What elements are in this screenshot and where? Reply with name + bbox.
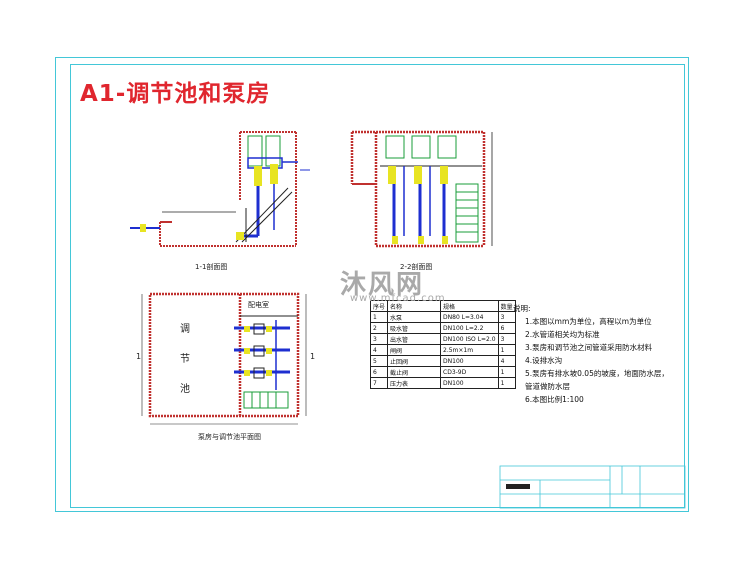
table-row: 7 压力表 DN100 1 [369,377,516,389]
table-header-cell: 规格 [440,300,499,312]
watermark-brand: 沐风网 [340,270,425,300]
drawing-title: A1-调节池和泵房 [80,81,271,107]
table-row: 5 止回阀 DN100 4 [369,355,516,367]
equipment-table: 序号 名称 规格 数量 1 水泵 DN80 L=3.04 3 2 吸水管 DN1… [369,300,516,389]
tank-char-1: 调 [180,324,190,335]
table-row: 3 出水管 DN100 ISO L=2.0 3 [369,333,516,345]
table-row: 4 闸阀 2.5m×1m 1 [369,344,516,356]
plan-label: 泵房与调节池平面图 [198,433,261,441]
table-cell: 6 [369,366,389,378]
table-cell: DN80 L=3.04 [440,311,499,323]
table-cell: DN100 L=2.2 [440,322,499,334]
note-item: 5.泵房有排水坡0.05的坡度，地面防水层，管道做防水层 [525,369,669,391]
section-mark-left: 1 [136,352,142,361]
tank-char-2: 节 [180,354,190,365]
section-mark-right: 1 [310,352,316,361]
table-cell: 7 [369,377,389,389]
table-cell: 水泵 [387,311,442,323]
table-cell: 截止阀 [387,366,442,378]
room-label: 配电室 [248,301,269,309]
table-cell: 5 [369,355,389,367]
note-item: 1.本图以mm为单位，高程以m为单位 [525,317,652,326]
note-item: 2.水管道相关均为标准 [525,330,600,339]
table-row: 6 截止阀 CD3-9D 1 [369,366,516,378]
watermark-url: www.mfcad.com [350,293,446,304]
table-cell: 闸阀 [387,344,442,356]
table-cell: 3 [497,333,516,345]
design-notes: 说明: 1.本图以mm为单位，高程以m为单位 2.水管道相关均为标准 3.泵房和… [513,302,675,406]
table-row: 1 水泵 DN80 L=3.04 3 [369,311,516,323]
table-header-row: 序号 名称 规格 数量 [369,300,516,312]
table-row: 2 吸水管 DN100 L=2.2 6 [369,322,516,334]
note-item: 4.设排水沟 [525,356,563,365]
table-cell: 3 [369,333,389,345]
section-2-2 [350,130,493,248]
title-block [499,465,686,509]
section-1-1-label: 1-1剖面图 [195,263,228,271]
section-1-1 [130,131,310,247]
table-cell: 止回阀 [387,355,442,367]
table-cell: CD3-9D [440,366,499,378]
note-item: 3.泵房和调节池之间管道采用防水材料 [525,343,653,352]
table-cell: 4 [369,344,389,356]
table-cell: 2.5m×1m [440,344,499,356]
section-2-2-label: 2-2剖面图 [400,263,433,271]
table-cell: 1 [497,377,516,389]
table-cell: 压力表 [387,377,442,389]
table-cell: 吸水管 [387,322,442,334]
table-cell: DN100 [440,355,499,367]
note-item: 6.本图比例1:100 [525,395,584,404]
table-cell: 1 [369,311,389,323]
table-cell: 出水管 [387,333,442,345]
drawing-inner-frame [70,64,685,508]
drawing-outer-frame [55,57,689,512]
table-cell: DN100 ISO L=2.0 [440,333,499,345]
table-cell: 2 [369,322,389,334]
notes-heading: 说明: [513,304,531,313]
table-cell: DN100 [440,377,499,389]
plan-view [141,292,307,425]
tank-char-3: 池 [180,384,190,395]
